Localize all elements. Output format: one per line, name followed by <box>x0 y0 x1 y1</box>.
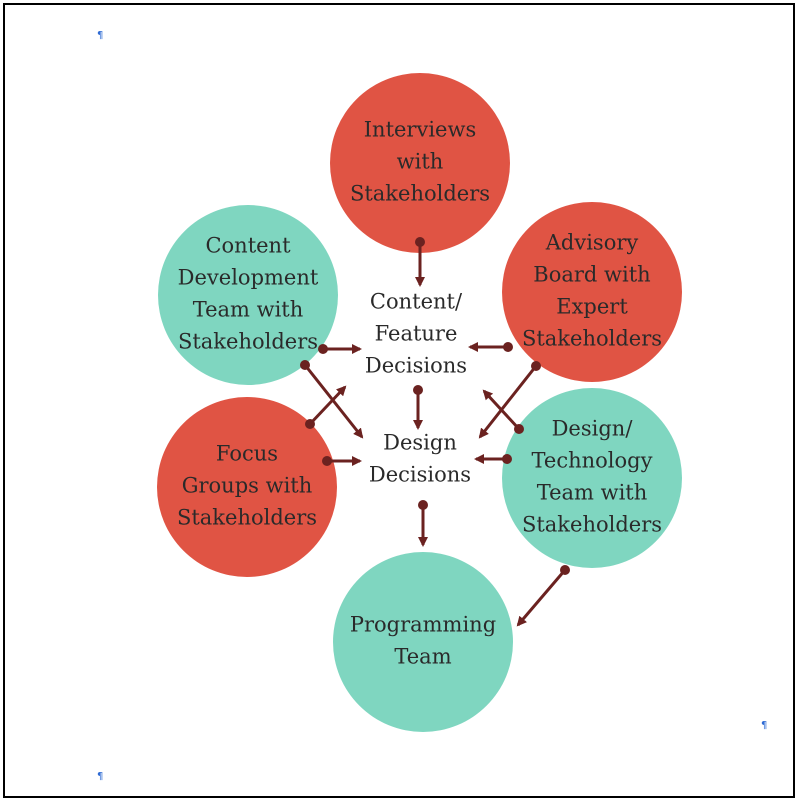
paragraph-mark-icon: ¶ <box>97 30 104 41</box>
arrow-design-tech-to-design-decisions <box>474 454 512 464</box>
page-border <box>3 3 795 798</box>
node-focus-groups-line: Focus <box>216 442 278 466</box>
arrow-content-dev-to-content-feature <box>318 344 362 354</box>
node-focus-groups-circle <box>157 397 337 577</box>
node-advisory-board-line: Advisory <box>545 231 639 255</box>
node-interviews-with-stakeholders-line: Stakeholders <box>350 182 490 206</box>
node-content-development-team-line: Team with <box>193 298 304 322</box>
node-content-feature-decisions-line: Content/ <box>370 290 463 314</box>
arrow-content-feature-to-design-decisions <box>413 385 423 430</box>
node-content-development-team-line: Content <box>205 234 291 258</box>
node-programming-team-line: Team <box>394 645 451 669</box>
arrow-interviews-to-content-feature <box>415 237 425 287</box>
node-content-development-team-line: Stakeholders <box>178 330 318 354</box>
arrow-advisory-to-content-feature <box>468 342 513 352</box>
node-content-development-team-line: Development <box>178 266 319 290</box>
node-programming-team-circle <box>333 552 513 732</box>
node-content-development-team-circle <box>158 205 338 385</box>
node-design-decisions-line: Design <box>383 431 457 455</box>
node-interviews-with-stakeholders-circle <box>330 73 510 253</box>
node-advisory-board-line: Board with <box>533 263 650 287</box>
node-programming-team-line: Programming <box>350 613 496 637</box>
node-design-technology-team-line: Team with <box>537 481 648 505</box>
arrow-design-decisions-to-programming <box>418 500 428 547</box>
node-design-decisions-line: Decisions <box>369 463 471 487</box>
arrow-design-tech-to-content-feature <box>482 389 524 434</box>
node-interviews-with-stakeholders-line: with <box>397 150 444 174</box>
arrow-design-tech-to-programming <box>516 565 570 627</box>
node-content-feature-decisions-line: Decisions <box>365 354 467 378</box>
node-advisory-board-line: Expert <box>556 295 628 319</box>
node-focus-groups-line: Groups with <box>182 474 313 498</box>
node-advisory-board-line: Stakeholders <box>522 327 662 351</box>
arrow-focus-to-content-feature <box>305 385 347 429</box>
node-content-feature-decisions-line: Feature <box>375 322 458 346</box>
node-focus-groups-line: Stakeholders <box>177 506 317 530</box>
paragraph-mark-icon: ¶ <box>97 771 104 782</box>
node-advisory-board-circle <box>502 202 682 382</box>
node-design-technology-team-line: Technology <box>532 449 653 473</box>
arrow-advisory-to-design-decisions <box>478 361 541 439</box>
arrow-focus-to-design-decisions <box>322 456 362 466</box>
node-design-technology-team-line: Stakeholders <box>522 513 662 537</box>
node-interviews-with-stakeholders-line: Interviews <box>364 118 477 142</box>
paragraph-mark-icon: ¶ <box>761 720 768 731</box>
node-design-technology-team-line: Design/ <box>552 417 634 441</box>
node-design-technology-team-circle <box>502 388 682 568</box>
